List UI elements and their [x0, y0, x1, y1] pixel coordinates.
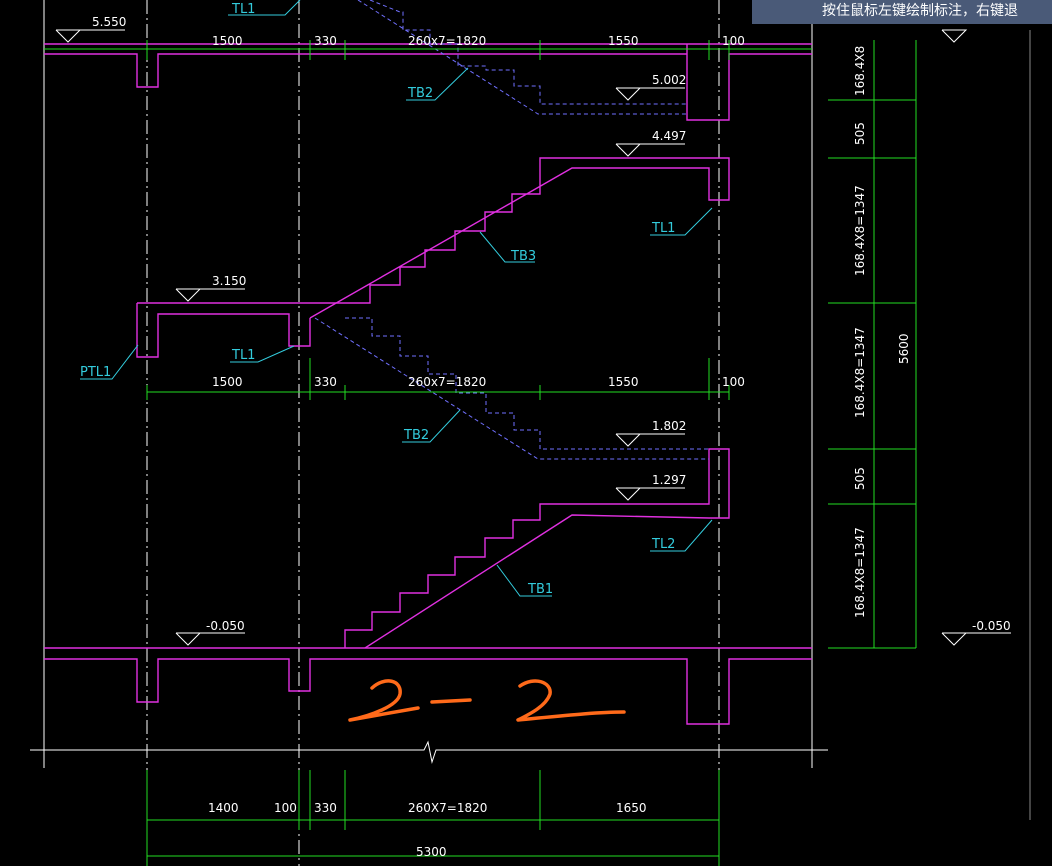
label-tb1: TB1: [527, 582, 553, 597]
dim-bot-1650: 1650: [616, 801, 647, 815]
dim-right-2: 505: [853, 122, 867, 145]
dim-right-1: 168.4X8: [853, 46, 867, 96]
dim-bot-100: 100: [274, 801, 297, 815]
dim-mid-stairs: 260x7=1820: [408, 375, 486, 389]
break-line: [30, 740, 828, 764]
dim-top-stairs: 260x7=1820: [408, 34, 486, 48]
label-tl1-mid-left: TL1: [231, 348, 255, 363]
dim-top-1500: 1500: [212, 34, 243, 48]
tb2-hidden-lines: [314, 0, 709, 460]
elevation-minus-0050-right: -0.050: [972, 619, 1011, 633]
dim-mid-1550: 1550: [608, 375, 639, 389]
dimension-lines: [44, 40, 917, 866]
elevation-4497: 4.497: [652, 129, 686, 143]
dim-right-3: 168.4X8=1347: [853, 185, 867, 276]
dim-right-4: 168.4X8=1347: [853, 327, 867, 418]
dim-right-6: 168.4X8=1347: [853, 527, 867, 618]
stair-structure: [44, 43, 812, 725]
label-ptl1: PTL1: [80, 365, 111, 380]
label-tl1-top: TL1: [231, 2, 255, 17]
elevation-markers: [55, 29, 1011, 646]
elevation-1802: 1.802: [652, 419, 686, 433]
dim-bot-1400: 1400: [208, 801, 239, 815]
dim-right-total: 5600: [897, 333, 911, 364]
elevation-5550: 5.550: [92, 15, 126, 29]
dim-mid-330: 330: [314, 375, 337, 389]
axis-lines: [146, 0, 720, 866]
label-leaders: [80, 0, 713, 597]
dim-mid-100: 100: [722, 375, 745, 389]
elevation-5002: 5.002: [652, 73, 686, 87]
label-tb3: TB3: [510, 249, 536, 264]
label-tl1-mid-right: TL1: [651, 221, 675, 236]
label-tb2-top: TB2: [407, 86, 433, 101]
elevation-1297: 1.297: [652, 473, 686, 487]
label-tb2-low: TB2: [403, 428, 429, 443]
dim-bot-total: 5300: [416, 845, 447, 859]
dim-mid-1500: 1500: [212, 375, 243, 389]
dim-bot-330: 330: [314, 801, 337, 815]
dim-top-1550: 1550: [608, 34, 639, 48]
dim-bot-stairs: 260X7=1820: [408, 801, 487, 815]
handwritten-annotation: [348, 679, 626, 722]
elevation-3150: 3.150: [212, 274, 246, 288]
dim-right-5: 505: [853, 467, 867, 490]
label-tl2: TL2: [651, 537, 675, 552]
dim-top-100: 100: [722, 34, 745, 48]
elevation-minus-0050-left: -0.050: [206, 619, 245, 633]
cursor-hint-tooltip: 按住鼠标左键绘制标注，右键退: [752, 0, 1052, 24]
dim-top-330: 330: [314, 34, 337, 48]
